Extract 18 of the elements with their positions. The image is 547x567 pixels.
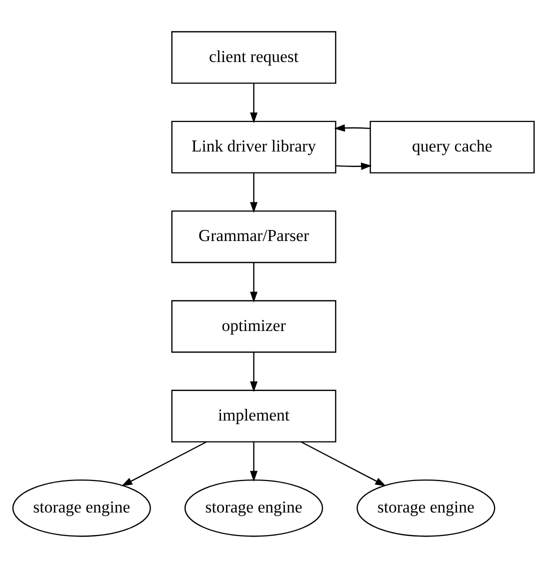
arrow — [250, 82, 258, 123]
node-box: query cache — [370, 120, 535, 173]
node-box: optimizer — [171, 300, 336, 352]
arrow — [250, 352, 258, 392]
node-box: Link driver library — [171, 120, 336, 173]
arrow — [336, 162, 372, 170]
node-box: implement — [171, 389, 336, 442]
node-ellipse: storage engine — [184, 478, 324, 536]
arrow — [334, 124, 370, 132]
node-box: client request — [171, 30, 336, 84]
arrow — [250, 442, 258, 482]
arrow — [301, 440, 386, 486]
node-ellipse: storage engine — [356, 478, 496, 536]
node-ellipse: storage engine — [12, 478, 151, 536]
arrow — [122, 440, 207, 486]
arrow — [250, 172, 258, 212]
arrow — [250, 262, 258, 302]
node-box: Grammar/Parser — [171, 210, 336, 263]
